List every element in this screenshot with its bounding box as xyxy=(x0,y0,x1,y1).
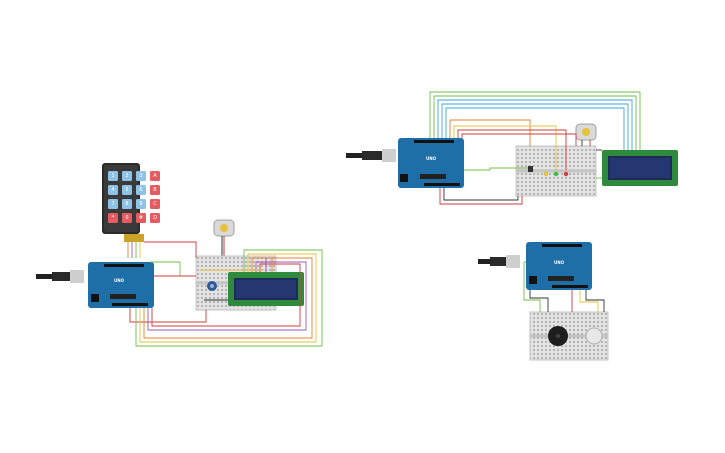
keypad-key-label: C xyxy=(153,201,157,207)
arduino-label-2: UNO xyxy=(426,156,437,161)
arduino-uno-3[interactable]: UNO xyxy=(526,242,592,290)
keypad-key[interactable] xyxy=(108,213,118,223)
keypad-key[interactable] xyxy=(122,171,132,181)
keypad-key-label: 1 xyxy=(111,173,114,179)
keypad-key[interactable] xyxy=(136,171,146,181)
circuit-leds-lcd: UNO xyxy=(346,91,678,205)
usb-cable-3 xyxy=(478,255,520,268)
keypad-key[interactable] xyxy=(108,199,118,209)
keypad-key[interactable] xyxy=(136,185,146,195)
arduino-label-1: UNO xyxy=(114,278,125,283)
keypad-key-label: 2 xyxy=(125,173,128,179)
dc-motor-2[interactable] xyxy=(575,123,597,141)
keypad[interactable]: 1 2 3 A 4 5 6 B 7 8 9 C * 0 # D xyxy=(102,163,160,242)
keypad-key[interactable] xyxy=(150,185,160,195)
keypad-key-label: 5 xyxy=(125,187,128,193)
keypad-key[interactable] xyxy=(150,171,160,181)
circuit-buzzer: UNO xyxy=(478,242,609,361)
breadboard-3[interactable] xyxy=(529,311,609,361)
led-green xyxy=(553,171,559,177)
keypad-key[interactable] xyxy=(122,213,132,223)
keypad-key-label: 7 xyxy=(111,201,114,207)
arduino-label-3: UNO xyxy=(554,260,565,265)
arduino-uno-1[interactable]: UNO xyxy=(88,262,154,308)
keypad-key-label: * xyxy=(112,215,115,221)
sensor xyxy=(528,166,533,172)
circuit-keypad-lcd: 1 2 3 A 4 5 6 B 7 8 9 C * 0 # D UNO xyxy=(36,163,323,347)
keypad-key-label: D xyxy=(153,215,157,221)
keypad-key-label: 4 xyxy=(111,187,114,193)
keypad-key[interactable] xyxy=(136,199,146,209)
keypad-key-label: 8 xyxy=(125,201,128,207)
keypad-key[interactable] xyxy=(150,199,160,209)
keypad-key-label: A xyxy=(153,173,157,179)
arduino-uno-2[interactable]: UNO xyxy=(398,138,464,188)
usb-cable-2 xyxy=(346,149,396,162)
wires-circuit-2 xyxy=(429,91,641,205)
keypad-key[interactable] xyxy=(122,185,132,195)
keypad-key[interactable] xyxy=(108,185,118,195)
wires-circuit-1 xyxy=(127,241,323,347)
keypad-key-label: # xyxy=(139,215,143,221)
pushbutton[interactable] xyxy=(585,327,603,345)
lcd-display-2[interactable] xyxy=(602,150,678,186)
lcd-display-1[interactable] xyxy=(228,272,304,306)
keypad-key-label: 3 xyxy=(139,173,142,179)
usb-cable-1 xyxy=(36,270,84,283)
led-yellow xyxy=(543,171,549,177)
keypad-key[interactable] xyxy=(108,171,118,181)
keypad-key-label: 6 xyxy=(139,187,142,193)
led-red xyxy=(563,171,569,177)
keypad-key[interactable] xyxy=(136,213,146,223)
keypad-key[interactable] xyxy=(150,213,160,223)
keypad-keys: 1 2 3 A 4 5 6 B 7 8 9 C * 0 # D xyxy=(108,171,160,223)
keypad-key[interactable] xyxy=(122,199,132,209)
keypad-key-label: B xyxy=(153,187,157,193)
wires-circuit-3 xyxy=(523,261,605,312)
keypad-key-label: 0 xyxy=(125,215,128,221)
keypad-key-label: 9 xyxy=(139,201,142,207)
